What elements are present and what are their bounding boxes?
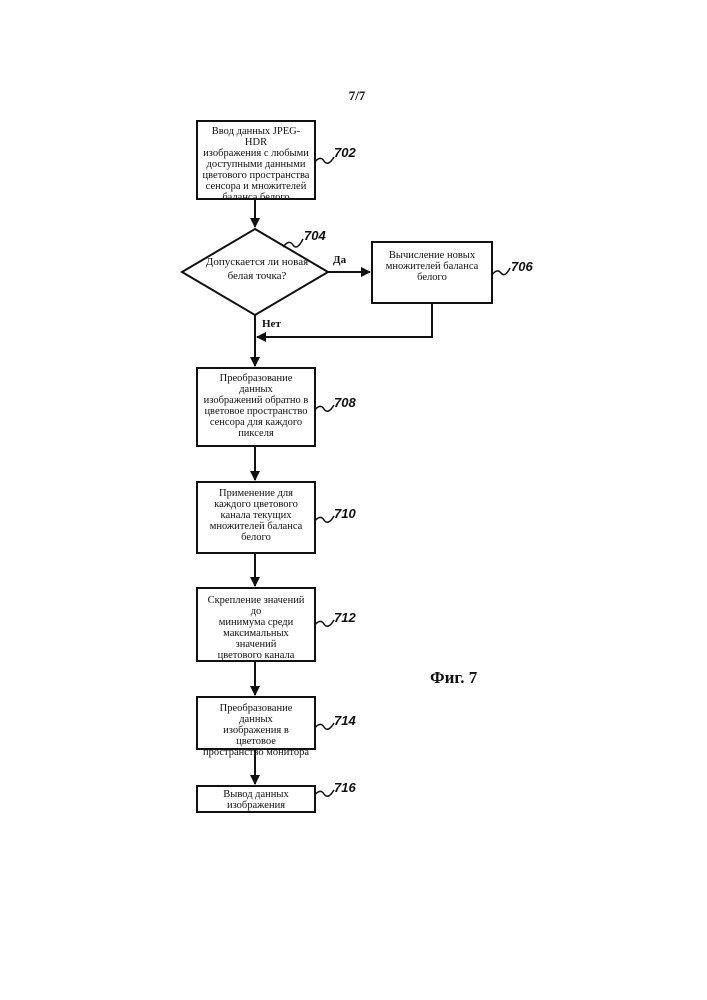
step-708-box: Преобразование данных изображений обратн… (196, 367, 316, 447)
step-706-text: Вычисление новых множителей баланса бело… (373, 243, 491, 283)
step-712-text: Скрепление значений до минимума среди ма… (198, 589, 314, 661)
branch-no-label: Нет (262, 318, 281, 330)
step-712-box: Скрепление значений до минимума среди ма… (196, 587, 316, 662)
step-704-text: Допускается ли новая белая точка? (196, 255, 318, 283)
figure-caption: Фиг. 7 (430, 668, 477, 688)
step-702-box: Ввод данных JPEG-HDR изображения с любым… (196, 120, 316, 200)
ref-714: 714 (334, 713, 356, 728)
leader-716 (314, 790, 334, 796)
ref-710: 710 (334, 506, 356, 521)
step-708-text: Преобразование данных изображений обратн… (198, 369, 314, 439)
step-716-box: Вывод данных изображения (196, 785, 316, 813)
leader-714 (314, 723, 334, 729)
leader-704 (283, 239, 303, 247)
ref-716: 716 (334, 780, 356, 795)
step-714-text: Преобразование данных изображения в цвет… (198, 698, 314, 758)
step-706-box: Вычисление новых множителей баланса бело… (371, 241, 493, 304)
arrow-706-return (257, 304, 432, 337)
step-702-text: Ввод данных JPEG-HDR изображения с любым… (198, 122, 314, 203)
ref-702: 702 (334, 145, 356, 160)
branch-yes-label: Да (333, 254, 346, 266)
leader-708 (314, 405, 334, 411)
leader-702 (314, 157, 334, 163)
leader-706 (492, 268, 510, 275)
ref-712: 712 (334, 610, 356, 625)
step-714-box: Преобразование данных изображения в цвет… (196, 696, 316, 750)
leader-710 (314, 516, 334, 522)
ref-704: 704 (304, 228, 326, 243)
step-710-box: Применение для каждого цветового канала … (196, 481, 316, 554)
step-710-text: Применение для каждого цветового канала … (198, 483, 314, 543)
ref-706: 706 (511, 259, 533, 274)
ref-708: 708 (334, 395, 356, 410)
step-716-text: Вывод данных изображения (198, 787, 314, 811)
leader-712 (314, 620, 334, 626)
